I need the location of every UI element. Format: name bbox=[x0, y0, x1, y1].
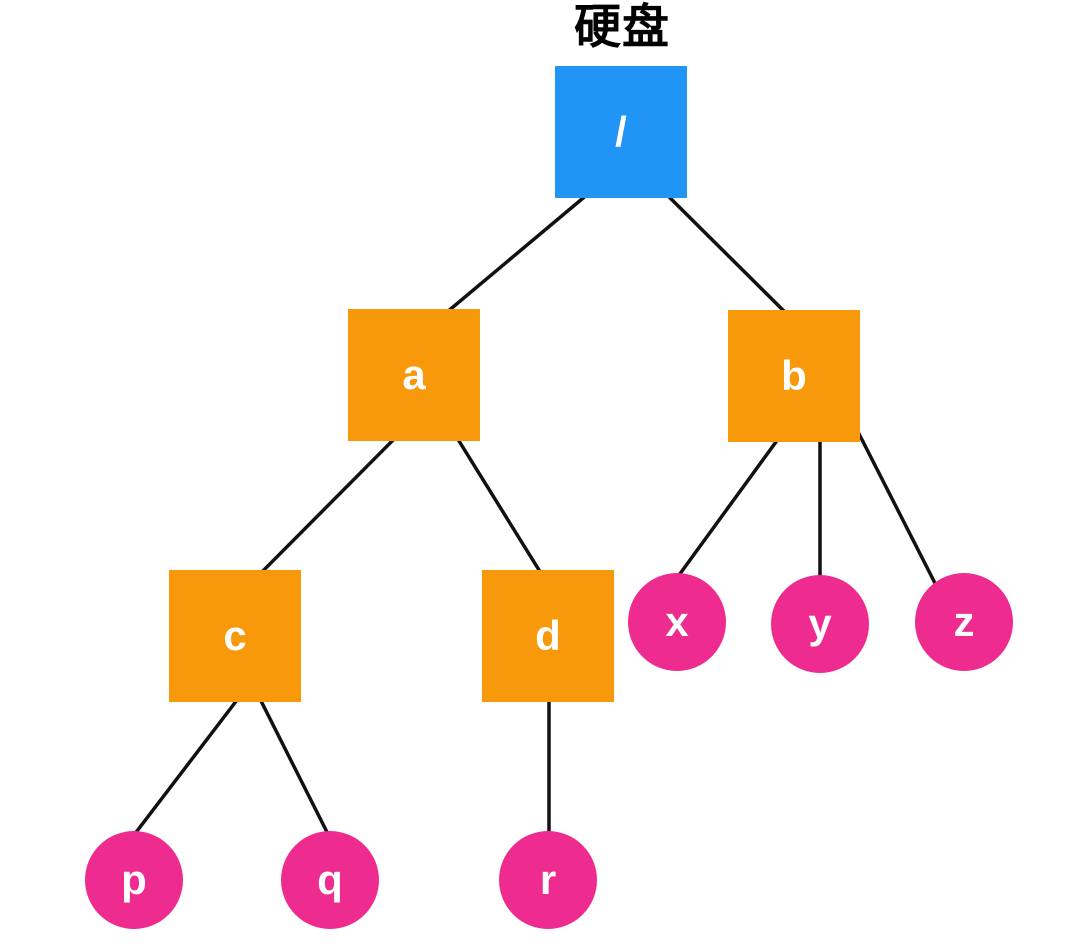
edge-b-z bbox=[852, 422, 942, 595]
edge-b-x bbox=[664, 422, 791, 595]
node-directory-a: a bbox=[348, 309, 480, 441]
edge-c-q bbox=[250, 681, 338, 852]
node-file-x: x bbox=[628, 573, 726, 671]
node-file-r: r bbox=[499, 831, 597, 929]
node-root: / bbox=[555, 66, 687, 198]
edge-c-p bbox=[119, 681, 252, 854]
node-file-p: p bbox=[85, 831, 183, 929]
edge-root-b bbox=[648, 176, 804, 331]
node-directory-b: b bbox=[728, 310, 860, 442]
edge-a-d bbox=[444, 418, 554, 593]
edge-root-a bbox=[426, 176, 609, 330]
node-file-y: y bbox=[771, 575, 869, 673]
node-directory-d: d bbox=[482, 570, 614, 702]
diagram-title: 硬盘 bbox=[574, 0, 670, 53]
edge-a-c bbox=[241, 418, 415, 593]
node-file-z: z bbox=[915, 573, 1013, 671]
node-directory-c: c bbox=[169, 570, 301, 702]
node-file-q: q bbox=[281, 831, 379, 929]
